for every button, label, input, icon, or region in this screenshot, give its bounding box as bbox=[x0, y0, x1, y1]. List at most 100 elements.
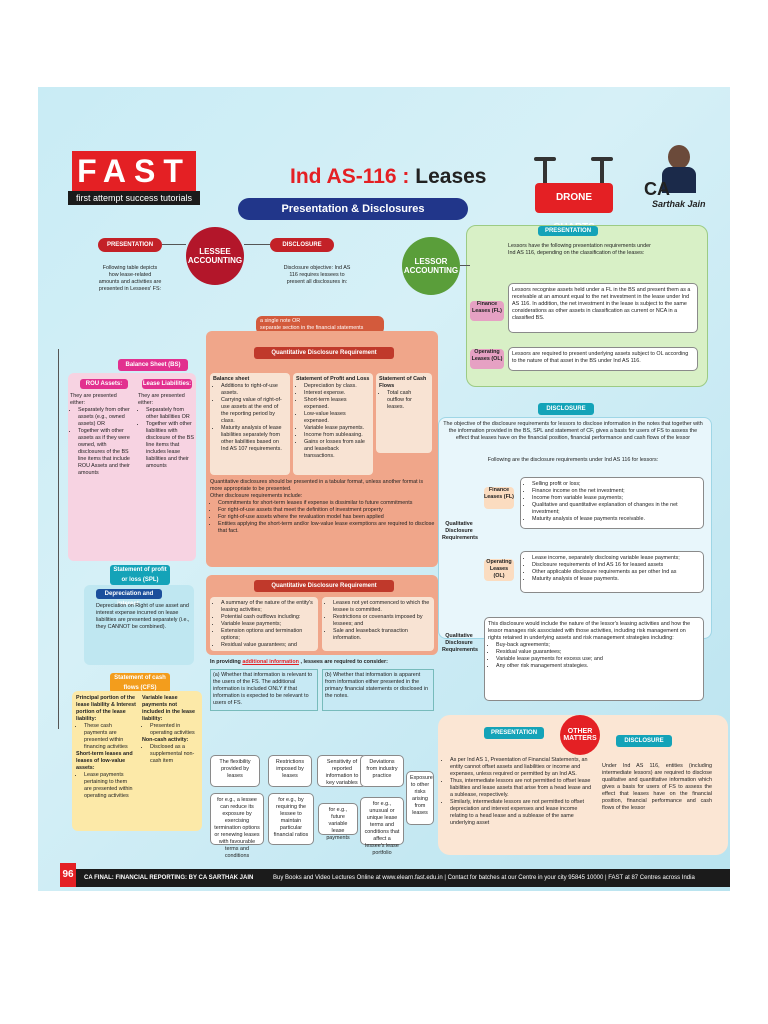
disclosure-option: a single note OR bbox=[260, 318, 301, 324]
title-part1: Ind AS-116 : bbox=[290, 165, 410, 188]
addl-pre: In providing bbox=[210, 659, 241, 665]
qdr1-notes: Quantitative disclosures should be prese… bbox=[210, 479, 436, 535]
deviation-body: for e.g., unusual or unique lease terms … bbox=[360, 797, 404, 856]
other-presentation-pill: PRESENTATION bbox=[484, 727, 544, 739]
qdr1-pl-title: Statement of Profit and Loss bbox=[296, 376, 370, 382]
dep-interest-title: Depreciation and interest: bbox=[96, 589, 162, 607]
fl-disc-item: Finance income on the net investment; bbox=[532, 488, 700, 495]
qdr1-bs: Balance sheet Additions to right-of-use … bbox=[210, 373, 290, 475]
subtitle-bar: Presentation & Disclosures bbox=[238, 198, 468, 220]
cfs-col2: Variable lease payments not included in … bbox=[142, 695, 200, 765]
qdr1-cf-title: Statement of Cash Flows bbox=[379, 376, 427, 390]
other-pres-item: Similarly, intermediate lessors are not … bbox=[450, 799, 592, 827]
qdr1-note-item: For right-of-use assets where the revalu… bbox=[218, 514, 436, 521]
footer-right: Buy Books and Video Lectures Online at w… bbox=[273, 875, 695, 881]
qdr1-bs-title: Balance sheet bbox=[213, 376, 250, 382]
qual2-label: Qualitative Disclosure Requirements bbox=[442, 633, 478, 654]
qdr1-bs-item: Additions to right-of-use assets. bbox=[221, 383, 287, 397]
lessee-presentation-text: Following table depicts how lease-relate… bbox=[98, 265, 162, 293]
qdr1-note: Other disclosure requirements include: bbox=[210, 493, 303, 500]
cfs-pill: Statement of cash flows (CFS) bbox=[110, 673, 170, 693]
cfs-col1-item: These cash payments are presented within… bbox=[84, 723, 136, 751]
connector-line bbox=[58, 349, 59, 729]
fl-disc-item: Qualitative and quantitative explanation… bbox=[532, 502, 700, 516]
qual2-item: Buy-back agreements; bbox=[496, 642, 700, 649]
other-disclosure-text: Under Ind AS 116, entities (including in… bbox=[602, 763, 712, 812]
lessee-disclosure-text: Disclosure objective: Ind AS 116 require… bbox=[283, 265, 351, 286]
restrict-body: for e.g., by requiring the lessee to mai… bbox=[268, 793, 314, 845]
qdr1-note-item: For right-of-use assets that meet the de… bbox=[218, 507, 436, 514]
balance-sheet-panel bbox=[68, 373, 196, 561]
lease-liabilities-block: They are presented either: Separately fr… bbox=[138, 393, 196, 470]
qdr2-left-item: Residual value guarantees; and bbox=[221, 642, 315, 649]
footer-left: CA FINAL: FINANCIAL REPORTING: BY CA SAR… bbox=[84, 875, 254, 881]
ol-disc-label: Operating Leases (OL) bbox=[484, 559, 514, 581]
lessee-disclosure-pill: DISCLOSURE bbox=[270, 238, 334, 252]
cfs-col1-title: Principal portion of the lease liability… bbox=[76, 695, 136, 723]
page-number: 96 bbox=[60, 863, 76, 887]
qdr2-right-item: Restrictions or covenants imposed by les… bbox=[333, 614, 431, 628]
qdr1-pl-item: Low-value leases expensed. bbox=[304, 411, 370, 425]
cfs-col2-title2: Non-cash activity: bbox=[142, 737, 189, 744]
qdr1-note-item: Commitments for short-term leases if exp… bbox=[218, 500, 436, 507]
qdr2-right-item: Leases not yet commenced to which the le… bbox=[333, 600, 431, 614]
qdr1-pl-item: Depreciation by class. bbox=[304, 383, 370, 390]
flex-body: for e.g., a lessee can reduce its exposu… bbox=[210, 793, 264, 859]
ol-disc-list: Lease income, separately disclosing vari… bbox=[520, 551, 704, 593]
spl-pill: Statement of profit or loss (SPL) bbox=[110, 565, 170, 585]
qual2-item: Residual value guarantees; bbox=[496, 649, 700, 656]
fl-disc-item: Maturity analysis of lease payments rece… bbox=[532, 516, 700, 523]
title-part2: Leases bbox=[415, 165, 487, 188]
drone-charts-logo: DRONE CHARTS bbox=[535, 183, 613, 233]
qdr2-left-item: A summary of the nature of the entity's … bbox=[221, 600, 315, 614]
cfs-panel bbox=[72, 691, 202, 831]
rou-assets-block: They are presented either: Separately fr… bbox=[70, 393, 130, 477]
disclosure-options: a single note OR separate section in the… bbox=[256, 316, 384, 335]
lessor-accounting-circle: LESSOR ACCOUNTING bbox=[402, 237, 460, 295]
fl-disc-item: Income from variable lease payments; bbox=[532, 495, 700, 502]
ll-item: Separately from other liabilities OR bbox=[146, 407, 196, 421]
addl-post: , lessees are required to consider: bbox=[300, 659, 388, 665]
cfs-col1-title2: Short-term leases and leases of low-valu… bbox=[76, 751, 133, 772]
ll-intro: They are presented either: bbox=[138, 393, 185, 407]
drone-arm-icon bbox=[543, 161, 547, 183]
qdr2-right: Leases not yet commenced to which the le… bbox=[322, 597, 434, 651]
poster: FAST first attempt success tutorials Ind… bbox=[38, 87, 730, 891]
rou-assets-intro: They are presented either: bbox=[70, 393, 117, 407]
qdr2-left-item: Variable lease payments; bbox=[221, 621, 315, 628]
fl-disc-list: Selling profit or loss; Finance income o… bbox=[520, 477, 704, 529]
rou-assets-title: ROU Assets: bbox=[80, 379, 128, 389]
balance-sheet-pill: Balance Sheet (BS) bbox=[118, 359, 188, 371]
qdr1-bs-item: Carrying value of right-of-use assets at… bbox=[221, 397, 287, 425]
flex-head: The flexibility provided by leases bbox=[210, 755, 260, 787]
page-title: Ind AS-116 : Leases bbox=[290, 165, 487, 189]
connector-line bbox=[162, 244, 186, 245]
ca-name: Sarthak Jain bbox=[652, 199, 706, 209]
qdr1-note-item: Entities applying the short-term and/or … bbox=[218, 521, 436, 535]
cfs-col1-item2: Lease payments pertaining to them are pr… bbox=[84, 772, 136, 800]
qdr1-cf: Statement of Cash Flows Total cash outfl… bbox=[376, 373, 432, 453]
lease-liabilities-title: Lease Liabilities: bbox=[142, 379, 192, 389]
qdr1-note: Quantitative disclosures should be prese… bbox=[210, 479, 424, 493]
qdr2-left-item: Potential cash outflows including: bbox=[221, 614, 315, 621]
connector-line bbox=[460, 265, 470, 266]
rou-item: Together with other assets as if they we… bbox=[78, 428, 130, 477]
other-disclosure-pill: DISCLOSURE bbox=[616, 735, 672, 747]
qdr1-pl: Statement of Profit and Loss Depreciatio… bbox=[293, 373, 373, 475]
qual2-item: Any other risk management strategies. bbox=[496, 663, 700, 670]
ol-disc-item: Disclosure requirements of Ind AS 16 for… bbox=[532, 562, 700, 569]
qdr2-left: A summary of the nature of the entity's … bbox=[210, 597, 318, 651]
cfs-col2-item: Presented in operating activities bbox=[150, 723, 200, 737]
qdr1-pl-item: Variable lease payments. bbox=[304, 425, 370, 432]
addl-b-box: (b) Whether that information is apparent… bbox=[322, 669, 434, 711]
ol-disc-item: Lease income, separately disclosing vari… bbox=[532, 555, 700, 562]
addl-mid: additional information bbox=[242, 659, 299, 665]
ll-item: Together with other liabilities with dis… bbox=[146, 421, 196, 470]
rou-item: Separately from other assets (e.g., owne… bbox=[78, 407, 130, 428]
qdr1-pl-item: Short-term leases expensed. bbox=[304, 397, 370, 411]
addl-info-line: In providing additional information , le… bbox=[210, 659, 436, 666]
qdr1-pl-item: Gains or losses from sale and leaseback … bbox=[304, 439, 370, 460]
disclosure-option: separate section in the financial statem… bbox=[260, 325, 364, 332]
fast-tagline: first attempt success tutorials bbox=[68, 191, 200, 205]
qdr1-cf-item: Total cash outflow for leases. bbox=[387, 390, 429, 411]
